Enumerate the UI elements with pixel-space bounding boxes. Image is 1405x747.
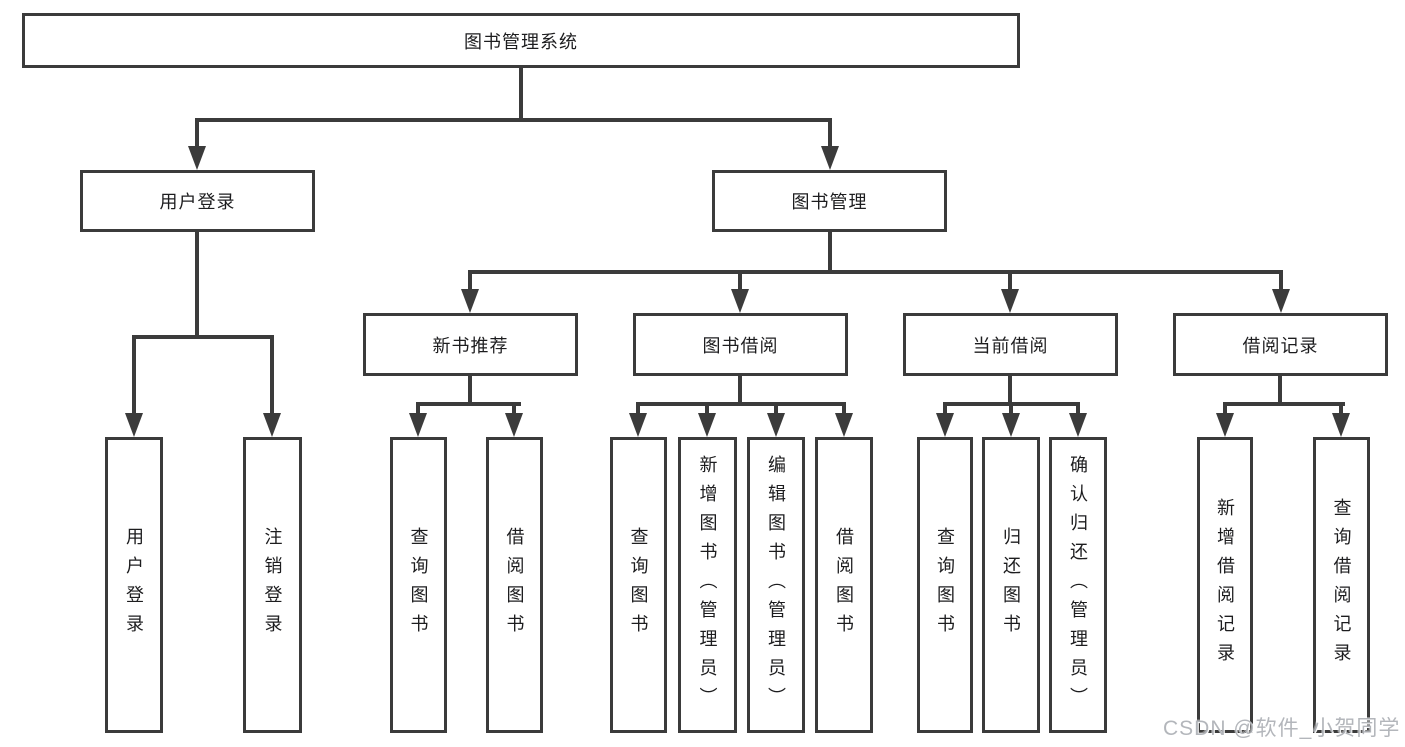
connector-user-login-hline bbox=[132, 335, 274, 339]
node-book-borrow-label: 图书借阅 bbox=[702, 335, 779, 356]
leaf-edit-book-admin: 编辑图书（管理员） bbox=[747, 437, 805, 733]
leaf-borrow-borrow-book-label: 借阅图书 bbox=[834, 527, 854, 643]
arrowhead-down-icon bbox=[629, 413, 647, 437]
connector-drop-return-book bbox=[1009, 402, 1013, 415]
connector-drop-borrow-record bbox=[1279, 270, 1283, 293]
connector-book-management-stub bbox=[828, 232, 832, 274]
arrowhead-down-icon bbox=[125, 413, 143, 437]
leaf-logout: 注销登录 bbox=[243, 437, 302, 733]
connector-current-borrow-stub bbox=[1008, 376, 1012, 406]
arrowhead-down-icon bbox=[409, 413, 427, 437]
arrowhead-down-icon bbox=[698, 413, 716, 437]
arrowhead-down-icon bbox=[1069, 413, 1087, 437]
connector-drop-user-login bbox=[195, 118, 199, 152]
leaf-return-book-label: 归还图书 bbox=[1001, 527, 1021, 643]
arrowhead-down-icon bbox=[1332, 413, 1350, 437]
arrowhead-down-icon bbox=[731, 289, 749, 313]
leaf-user-login: 用户登录 bbox=[105, 437, 163, 733]
csdn-watermark: CSDN @软件_小贺同学 bbox=[1163, 717, 1401, 740]
leaf-current-query-book-label: 查询图书 bbox=[935, 527, 955, 643]
leaf-query-borrow-record-label: 查询借阅记录 bbox=[1331, 498, 1352, 672]
node-user-login-label: 用户登录 bbox=[159, 192, 236, 212]
connector-drop-edit-book bbox=[774, 402, 778, 415]
connector-book-management-hline bbox=[468, 270, 1283, 274]
connector-drop-borrow-query bbox=[636, 402, 640, 415]
arrowhead-down-icon bbox=[936, 413, 954, 437]
arrowhead-down-icon bbox=[821, 146, 839, 170]
leaf-borrow-borrow-book: 借阅图书 bbox=[815, 437, 873, 733]
arrowhead-down-icon bbox=[1002, 413, 1020, 437]
node-user-login: 用户登录 bbox=[80, 170, 315, 232]
connector-root-hline bbox=[195, 118, 832, 122]
connector-drop-add-record bbox=[1223, 402, 1227, 415]
arrowhead-down-icon bbox=[461, 289, 479, 313]
connector-drop-current-query bbox=[943, 402, 947, 415]
leaf-query-borrow-record: 查询借阅记录 bbox=[1313, 437, 1370, 733]
leaf-newbook-borrow-book-label: 借阅图书 bbox=[504, 527, 525, 643]
connector-user-login-stub bbox=[195, 232, 199, 339]
arrowhead-down-icon bbox=[835, 413, 853, 437]
connector-drop-borrow-book bbox=[842, 402, 846, 415]
connector-drop-current-borrow bbox=[1008, 270, 1012, 293]
node-book-borrow: 图书借阅 bbox=[633, 313, 848, 376]
arrowhead-down-icon bbox=[1272, 289, 1290, 313]
connector-drop-add-book bbox=[705, 402, 709, 415]
node-new-book-recommend: 新书推荐 bbox=[363, 313, 578, 376]
arrowhead-down-icon bbox=[1216, 413, 1234, 437]
connector-drop-query-record bbox=[1339, 402, 1343, 415]
node-current-borrow: 当前借阅 bbox=[903, 313, 1118, 376]
node-root-label: 图书管理系统 bbox=[464, 31, 578, 52]
leaf-current-query-book: 查询图书 bbox=[917, 437, 973, 733]
connector-drop-newbook-borrow bbox=[512, 402, 516, 415]
leaf-logout-label: 注销登录 bbox=[262, 527, 283, 643]
arrowhead-down-icon bbox=[188, 146, 206, 170]
connector-drop-new-book-recommend bbox=[468, 270, 472, 293]
connector-borrow-record-hline bbox=[1223, 402, 1345, 406]
arrowhead-down-icon bbox=[1001, 289, 1019, 313]
connector-drop-leaf-user-login bbox=[132, 335, 136, 415]
leaf-confirm-return-admin: 确认归还（管理员） bbox=[1049, 437, 1107, 733]
connector-root-stub bbox=[519, 68, 523, 122]
connector-drop-leaf-logout bbox=[270, 335, 274, 415]
leaf-add-book-admin-label: 新增图书（管理员） bbox=[697, 454, 718, 716]
leaf-borrow-query-book-label: 查询图书 bbox=[628, 527, 649, 643]
connector-book-borrow-hline bbox=[636, 402, 846, 406]
node-new-book-recommend-label: 新书推荐 bbox=[432, 335, 509, 356]
node-root-library-system: 图书管理系统 bbox=[22, 13, 1020, 68]
connector-book-borrow-stub bbox=[738, 376, 742, 406]
leaf-edit-book-admin-label: 编辑图书（管理员） bbox=[766, 454, 786, 716]
leaf-newbook-query-book-label: 查询图书 bbox=[408, 527, 429, 643]
node-book-management-label: 图书管理 bbox=[791, 192, 868, 212]
node-borrow-record: 借阅记录 bbox=[1173, 313, 1388, 376]
leaf-newbook-borrow-book: 借阅图书 bbox=[486, 437, 543, 733]
connector-drop-book-borrow bbox=[738, 270, 742, 293]
leaf-add-book-admin: 新增图书（管理员） bbox=[678, 437, 737, 733]
leaf-add-borrow-record-label: 新增借阅记录 bbox=[1215, 498, 1235, 672]
connector-borrow-record-stub bbox=[1278, 376, 1282, 406]
connector-drop-confirm-return bbox=[1076, 402, 1080, 415]
leaf-borrow-query-book: 查询图书 bbox=[610, 437, 667, 733]
connector-drop-book-management bbox=[828, 118, 832, 152]
connector-drop-newbook-query bbox=[416, 402, 420, 415]
node-current-borrow-label: 当前借阅 bbox=[972, 335, 1049, 356]
leaf-confirm-return-admin-label: 确认归还（管理员） bbox=[1068, 454, 1088, 716]
leaf-add-borrow-record: 新增借阅记录 bbox=[1197, 437, 1253, 733]
connector-new-book-stub bbox=[468, 376, 472, 406]
node-borrow-record-label: 借阅记录 bbox=[1242, 335, 1319, 356]
leaf-return-book: 归还图书 bbox=[982, 437, 1040, 733]
arrowhead-down-icon bbox=[263, 413, 281, 437]
arrowhead-down-icon bbox=[767, 413, 785, 437]
node-book-management: 图书管理 bbox=[712, 170, 947, 232]
connector-new-book-hline bbox=[416, 402, 521, 406]
arrowhead-down-icon bbox=[505, 413, 523, 437]
leaf-user-login-label: 用户登录 bbox=[124, 527, 144, 643]
leaf-newbook-query-book: 查询图书 bbox=[390, 437, 447, 733]
